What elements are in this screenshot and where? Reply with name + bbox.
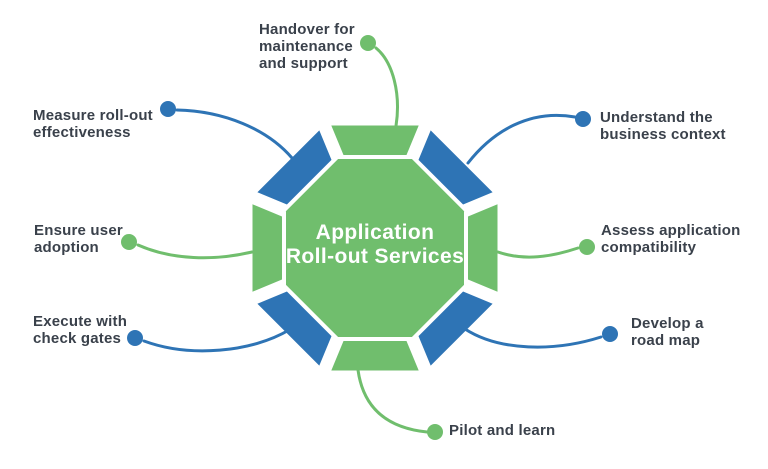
connector-pilot [356, 368, 429, 434]
node-label-execute: Execute with check gates [33, 313, 128, 347]
node-label-ensure: Ensure user adoption [34, 222, 123, 256]
ring-segment-sw [257, 291, 332, 366]
octagon-ring [252, 125, 498, 371]
node-label-understand: Understand the business context [600, 109, 726, 143]
center-label-line2: Roll-out Services [285, 245, 465, 268]
node-label-handover: Handover for maintenance and support [259, 21, 355, 72]
connector-execute [142, 328, 291, 353]
node-label-develop: Develop a road map [631, 315, 704, 349]
center-octagon [286, 159, 464, 337]
connector-dot-develop [602, 326, 618, 342]
ring-segment-w [252, 204, 282, 292]
connector-dot-execute [127, 330, 143, 346]
connector-dot-ensure [121, 234, 137, 250]
connector-handover [374, 46, 399, 128]
connector-ensure [136, 243, 254, 260]
ring-segment-ne [418, 130, 493, 205]
ring-segment-e [468, 204, 498, 292]
connector-dot-measure [160, 101, 176, 117]
center-label: Application Roll-out Services [253, 221, 497, 269]
connector-layer [121, 35, 618, 440]
connector-dot-handover [360, 35, 376, 51]
connector-measure [175, 108, 294, 160]
connector-dot-understand [575, 111, 591, 127]
node-label-pilot: Pilot and learn [449, 422, 556, 439]
connector-dot-assess [579, 239, 595, 255]
center-label-line1: Application [315, 221, 435, 244]
ring-segment-se [418, 291, 493, 366]
connector-dot-pilot [427, 424, 443, 440]
node-label-measure: Measure roll-out effectiveness [33, 107, 153, 141]
connector-assess [496, 246, 580, 259]
connector-understand [466, 113, 577, 165]
ring-segment-nw [257, 130, 332, 205]
node-label-assess: Assess application compatibility [601, 222, 741, 256]
ring-segment-n [331, 125, 419, 155]
connector-develop [463, 327, 603, 349]
ring-segment-s [331, 341, 419, 371]
